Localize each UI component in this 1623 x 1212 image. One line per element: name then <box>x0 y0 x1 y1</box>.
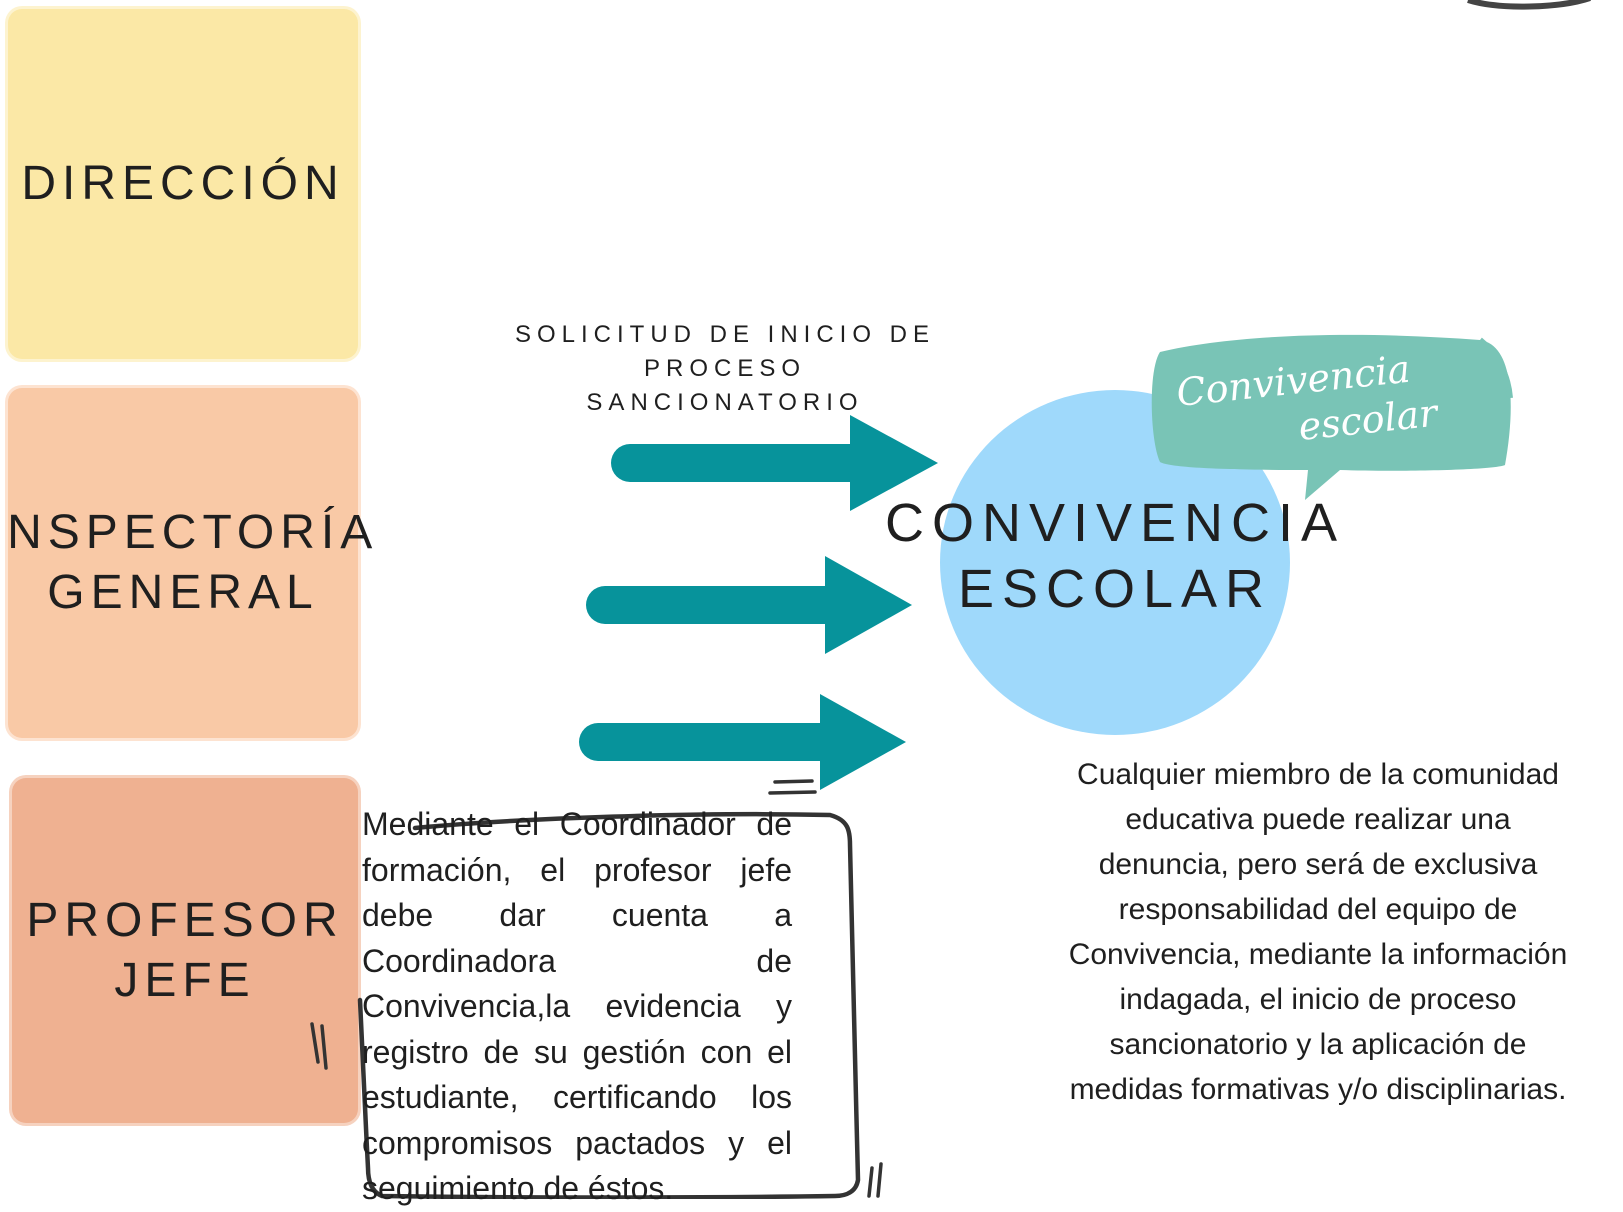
direccion-label: DIRECCIÓN <box>21 157 345 210</box>
arrow-bottom <box>579 694 906 790</box>
arrow-top <box>611 415 938 511</box>
inspectoria-label: INSPECTORÍA GENERAL <box>0 506 379 619</box>
request-label: SOLICITUD DE INICIO DE PROCESO SANCIONAT… <box>514 321 936 416</box>
profesor-jefe-note: Mediante el Coordinador de formación, el… <box>362 806 792 1206</box>
direccion-box: DIRECCIÓN <box>8 9 358 359</box>
corner-mark <box>1467 0 1591 10</box>
convivencia-note: Cualquier miembro de la comunidad educat… <box>1068 758 1568 1106</box>
profesor-jefe-label: PROFESOR JEFE <box>26 893 344 1007</box>
arrow-middle <box>586 556 912 654</box>
inspectoria-box: INSPECTORÍA GENERAL <box>0 388 372 738</box>
convivencia-escolar-badge: Convivencia escolar <box>1151 334 1513 500</box>
convivencia-escolar-title: CONVIVENCIA ESCOLAR <box>884 493 1346 619</box>
note-frame <box>310 779 883 1199</box>
profesor-jefe-box: PROFESOR JEFE <box>12 778 358 1123</box>
